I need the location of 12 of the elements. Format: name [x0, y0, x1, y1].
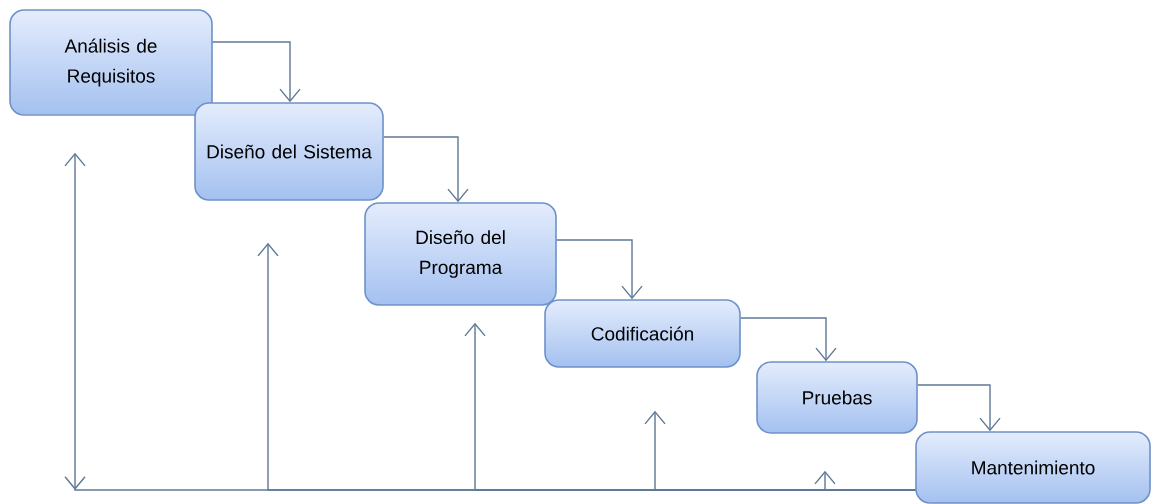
arrow	[917, 384, 1001, 432]
process-box: Diseño del Programa	[364, 202, 557, 306]
process-box: Mantenimiento	[915, 431, 1151, 504]
process-box: Análisis de Requisitos	[9, 9, 213, 116]
arrow	[212, 41, 301, 103]
arrow	[556, 239, 643, 300]
process-box: Codificación	[544, 299, 741, 368]
arrow	[740, 317, 837, 362]
arrow	[383, 136, 469, 203]
arrow	[814, 470, 916, 491]
process-box: Pruebas	[756, 361, 918, 434]
process-box: Diseño del Sistema	[194, 102, 384, 201]
